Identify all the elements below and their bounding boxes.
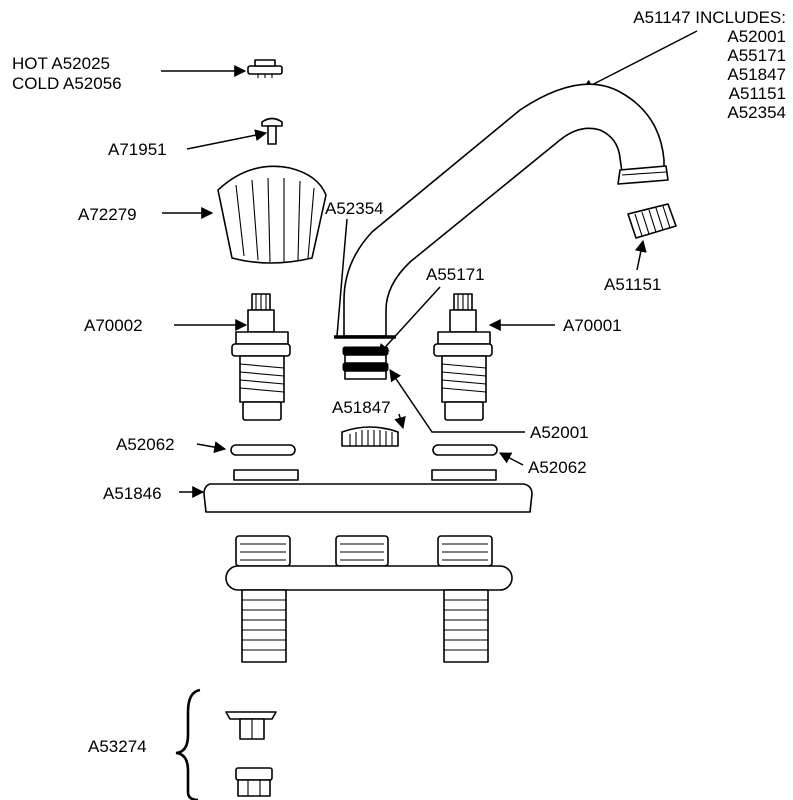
body-cover bbox=[203, 469, 533, 513]
label-spout-ring: A52354 bbox=[325, 199, 384, 218]
valve-body bbox=[225, 535, 513, 663]
coupling-nut bbox=[225, 711, 277, 740]
label-nut-set: A53274 bbox=[88, 737, 147, 756]
brace bbox=[175, 688, 201, 800]
leader-spout-nut bbox=[394, 413, 406, 430]
cold-cartridge bbox=[433, 293, 493, 421]
label-hot-cap: HOT A52025 bbox=[12, 54, 110, 73]
includes-item-a51151: A51151 bbox=[729, 84, 786, 103]
index-cap bbox=[247, 59, 283, 78]
label-handle: A72279 bbox=[78, 205, 137, 224]
leader-o-ring-lower bbox=[389, 369, 525, 433]
spout-stem-bottom bbox=[344, 370, 387, 380]
spout-stem bbox=[344, 354, 387, 364]
hex-nut bbox=[235, 767, 273, 797]
hot-cartridge bbox=[231, 293, 291, 421]
gasket-left bbox=[230, 444, 296, 456]
includes-item-a52001: A52001 bbox=[727, 27, 786, 46]
gasket-right bbox=[432, 444, 498, 456]
label-spout-nut: A51847 bbox=[332, 398, 391, 417]
label-cold-cap: COLD A52056 bbox=[12, 74, 122, 93]
label-body-cover: A51846 bbox=[103, 484, 162, 503]
label-o-ring-lower: A52001 bbox=[530, 423, 589, 442]
includes-item-a52354: A52354 bbox=[727, 103, 786, 122]
aerator bbox=[627, 203, 677, 239]
label-o-ring: A55171 bbox=[426, 265, 485, 284]
leader-spout-ring bbox=[336, 218, 348, 337]
o-ring-lower bbox=[342, 362, 389, 372]
includes-item-a51847: A51847 bbox=[727, 65, 786, 84]
leader-gasket-left bbox=[196, 441, 227, 454]
leader-screw bbox=[186, 129, 268, 150]
leader-includes bbox=[580, 30, 698, 91]
faucet-handle bbox=[217, 165, 327, 264]
label-aerator: A51151 bbox=[604, 275, 661, 294]
leader-aerator bbox=[634, 239, 647, 271]
o-ring-upper bbox=[342, 346, 389, 356]
label-hot-cartridge: A70002 bbox=[84, 316, 143, 335]
spout-nut bbox=[341, 426, 399, 447]
label-gasket-left: A52062 bbox=[116, 435, 175, 454]
includes-header: A51147 INCLUDES: bbox=[633, 8, 786, 27]
label-cold-cartridge: A70001 bbox=[563, 316, 622, 335]
label-gasket-right: A52062 bbox=[528, 458, 587, 477]
includes-item-a55171: A55171 bbox=[727, 46, 786, 65]
leader-o-ring bbox=[377, 286, 441, 356]
leader-gasket-right bbox=[498, 452, 524, 466]
label-screw: A71951 bbox=[108, 140, 167, 159]
spout bbox=[343, 83, 669, 337]
handle-screw bbox=[261, 117, 283, 145]
